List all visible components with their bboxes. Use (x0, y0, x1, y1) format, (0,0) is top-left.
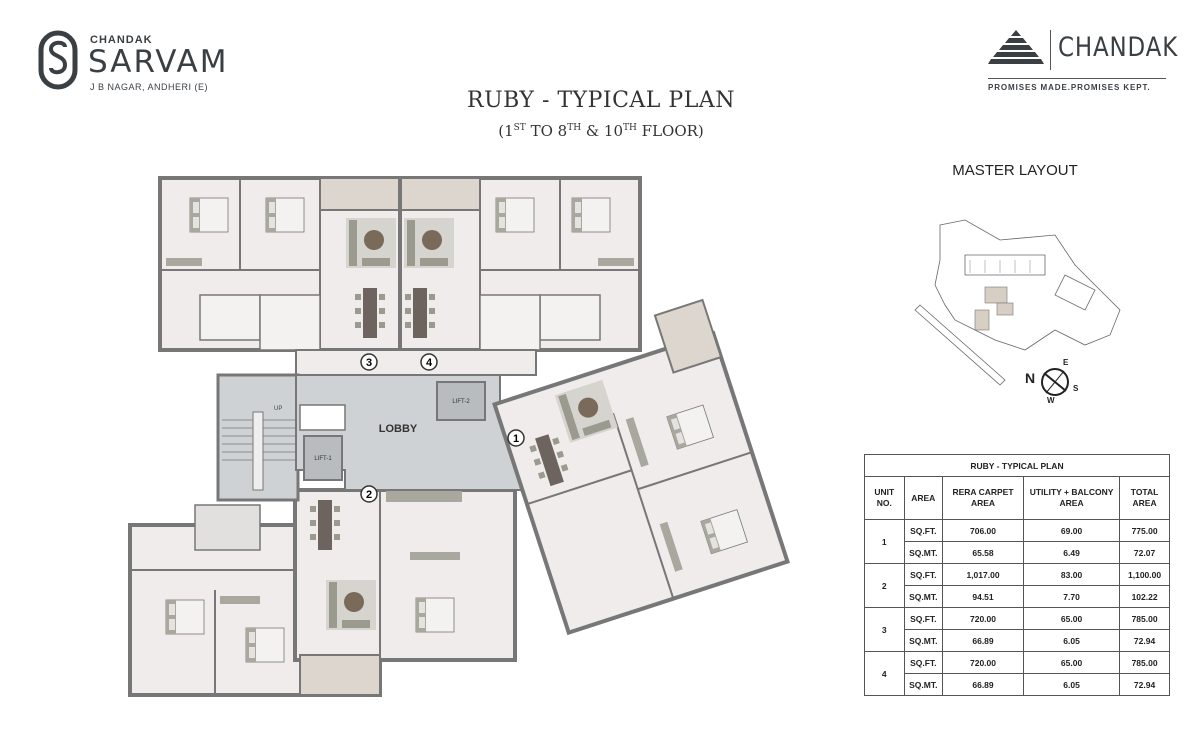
stair-up-label: UP (274, 406, 282, 412)
project-logo: CHANDAK SARVAM J B NAGAR, ANDHERI (E) (38, 30, 258, 100)
table-row: SQ.MT. 66.89 6.05 72.94 (865, 673, 1170, 696)
lobby-label: LOBBY (379, 423, 418, 435)
unit-number: 4 (864, 651, 905, 696)
svg-text:4: 4 (426, 357, 433, 369)
pyramid-logo-icon (988, 30, 1044, 64)
plan-title: RUBY - TYPICAL PLAN (467, 88, 735, 113)
upper-wing-units-3-4 (158, 176, 642, 376)
angled-wing-unit-1 (492, 298, 790, 636)
area-table: RUBY - TYPICAL PLAN UNIT NO. AREA RERA C… (864, 454, 1170, 696)
col-area: AREA (903, 476, 944, 520)
compass-w: W (1047, 396, 1055, 405)
col-rera-carpet: RERA CARPET AREA (942, 476, 1024, 520)
unit-marker-1: 1 (507, 429, 525, 447)
table-title: RUBY - TYPICAL PLAN (864, 454, 1170, 477)
col-unit-no: UNIT NO. (864, 476, 905, 520)
compass-s: S (1073, 384, 1079, 393)
logo-underline (988, 78, 1166, 79)
master-layout-map (914, 219, 1121, 386)
col-total-area: TOTAL AREA (1119, 476, 1170, 520)
svg-text:3: 3 (366, 357, 372, 369)
developer-tagline: PROMISES MADE.PROMISES KEPT. (988, 83, 1151, 92)
floor-plan: UP LOBBY LIFT-1 LIFT-2 1 2 3 4 (128, 176, 790, 697)
table-row: 4 SQ.FT. 720.00 65.00 785.00 (864, 651, 1170, 696)
lift-2-label: LIFT-2 (452, 399, 470, 405)
table-row: 3 SQ.FT. 720.00 65.00 785.00 (864, 607, 1170, 652)
unit-number: 2 (864, 563, 905, 608)
developer-name: CHANDAK (1058, 32, 1179, 63)
table-row: SQ.MT. 65.58 6.49 72.07 (865, 541, 1170, 564)
unit-number: 1 (864, 519, 905, 564)
master-layout-title: MASTER LAYOUT (952, 162, 1078, 179)
svg-text:2: 2 (366, 489, 372, 501)
table-row: SQ.MT. 94.51 7.70 102.22 (865, 585, 1170, 608)
unit-markers: 1 2 3 4 (360, 353, 525, 503)
unit-marker-4: 4 (420, 353, 438, 371)
developer-logo: CHANDAK PROMISES MADE.PROMISES KEPT. (988, 26, 1177, 96)
compass-n: N (1025, 370, 1036, 386)
unit-marker-3: 3 (360, 353, 378, 371)
brand-kicker: CHANDAK (90, 34, 153, 46)
lower-wing-unit-2 (128, 488, 517, 697)
compass-e: E (1063, 358, 1069, 367)
brand-name: SARVAM (88, 44, 229, 80)
brand-location: J B NAGAR, ANDHERI (E) (90, 82, 209, 92)
logo-divider (1050, 30, 1051, 70)
table-row: SQ.MT. 66.89 6.05 72.94 (865, 629, 1170, 652)
lift-1-label: LIFT-1 (314, 456, 332, 462)
plan-floors: (1ST TO 8TH & 10TH FLOOR) (498, 122, 704, 140)
compass-icon (1041, 368, 1069, 396)
lobby-core: UP LOBBY LIFT-1 LIFT-2 (216, 373, 532, 502)
table-row: 1 SQ.FT. 706.00 69.00 775.00 (864, 519, 1170, 564)
north-compass: N E S W (1025, 358, 1085, 408)
table-row: 2 SQ.FT. 1,017.00 83.00 1,100.00 (864, 563, 1170, 608)
col-utility-balcony: UTILITY + BALCONY AREA (1022, 476, 1121, 520)
sarvam-monogram-icon (38, 30, 78, 90)
unit-marker-2: 2 (360, 485, 378, 503)
unit-number: 3 (864, 607, 905, 652)
svg-text:1: 1 (513, 433, 519, 445)
